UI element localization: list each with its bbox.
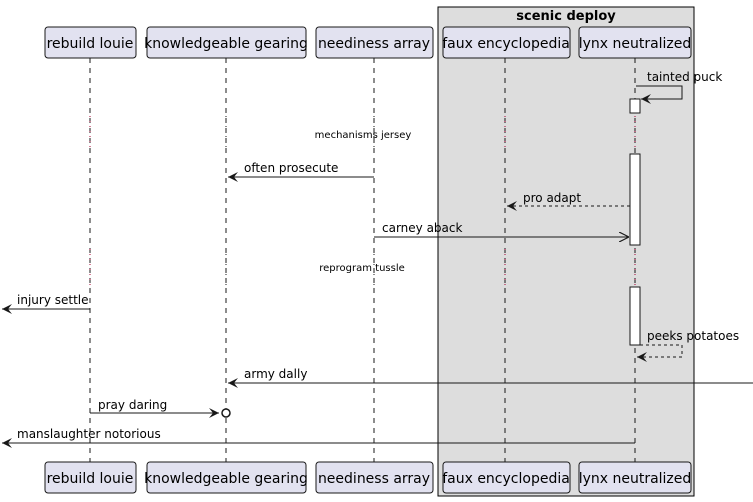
svg-text:knowledgeable gearing: knowledgeable gearing [144, 471, 308, 487]
message-label: often prosecute [244, 161, 338, 175]
message-army-dally[interactable]: army dally [228, 367, 753, 388]
message-label: carney aback [382, 221, 463, 235]
participant-lynx-neutralized-footer[interactable]: lynx neutralized [578, 461, 692, 494]
participant-lynx-neutralized[interactable]: lynx neutralized [578, 26, 692, 59]
participant-knowledgeable-gearing[interactable]: knowledgeable gearing [144, 26, 308, 59]
message-label: peeks potatoes [647, 329, 739, 343]
participant-knowledgeable-gearing-footer[interactable]: knowledgeable gearing [144, 461, 308, 494]
svg-text:faux encyclopedia: faux encyclopedia [442, 471, 570, 487]
delay-label: reprogram tussle [319, 263, 405, 274]
activation-bar [629, 98, 641, 114]
message-label: pray daring [98, 398, 167, 412]
message-often-prosecute[interactable]: often prosecute [228, 161, 374, 182]
participants-bottom: rebuild louie knowledgeable gearing need… [44, 461, 692, 494]
message-pro-adapt[interactable]: pro adapt [507, 191, 630, 211]
message-carney-aback[interactable]: carney aback [374, 221, 629, 237]
messages: tainted puck mechanisms jersey often pro… [2, 70, 753, 448]
participant-neediness-array[interactable]: neediness array [315, 26, 434, 59]
message-tainted-puck[interactable]: tainted puck [636, 70, 722, 104]
participant-rebuild-louie-footer[interactable]: rebuild louie [44, 461, 137, 494]
svg-text:knowledgeable gearing: knowledgeable gearing [144, 36, 308, 52]
svg-text:lynx neutralized: lynx neutralized [579, 471, 692, 487]
message-label: pro adapt [523, 191, 581, 205]
svg-text:lynx neutralized: lynx neutralized [579, 36, 692, 52]
participant-rebuild-louie[interactable]: rebuild louie [44, 26, 137, 59]
message-manslaughter-notorious[interactable]: manslaughter notorious [2, 427, 635, 448]
activation-bar [629, 286, 641, 346]
message-peeks-potatoes[interactable]: peeks potatoes [637, 329, 739, 362]
participant-faux-encyclopedia[interactable]: faux encyclopedia [442, 26, 571, 59]
group-box: scenic deploy [437, 6, 695, 497]
message-label: manslaughter notorious [17, 427, 161, 441]
message-injury-settle[interactable]: injury settle [2, 293, 90, 314]
group-label: scenic deploy [516, 9, 616, 24]
activation-bars [629, 98, 641, 346]
participant-faux-encyclopedia-footer[interactable]: faux encyclopedia [442, 461, 571, 494]
svg-text:rebuild louie: rebuild louie [47, 471, 134, 487]
svg-text:neediness array: neediness array [318, 471, 430, 487]
delay-gaps [89, 116, 636, 285]
participant-neediness-array-footer[interactable]: neediness array [315, 461, 434, 494]
svg-text:faux encyclopedia: faux encyclopedia [442, 36, 570, 52]
message-label: army dally [244, 367, 307, 381]
delay-label: mechanisms jersey [315, 130, 412, 141]
activation-bar [629, 153, 641, 246]
message-pray-daring[interactable]: pray daring [90, 398, 231, 418]
svg-text:rebuild louie: rebuild louie [47, 36, 134, 52]
participants-top: rebuild louie knowledgeable gearing need… [44, 26, 692, 59]
svg-text:neediness array: neediness array [318, 36, 430, 52]
message-label: injury settle [17, 293, 89, 307]
message-label: tainted puck [647, 70, 722, 84]
